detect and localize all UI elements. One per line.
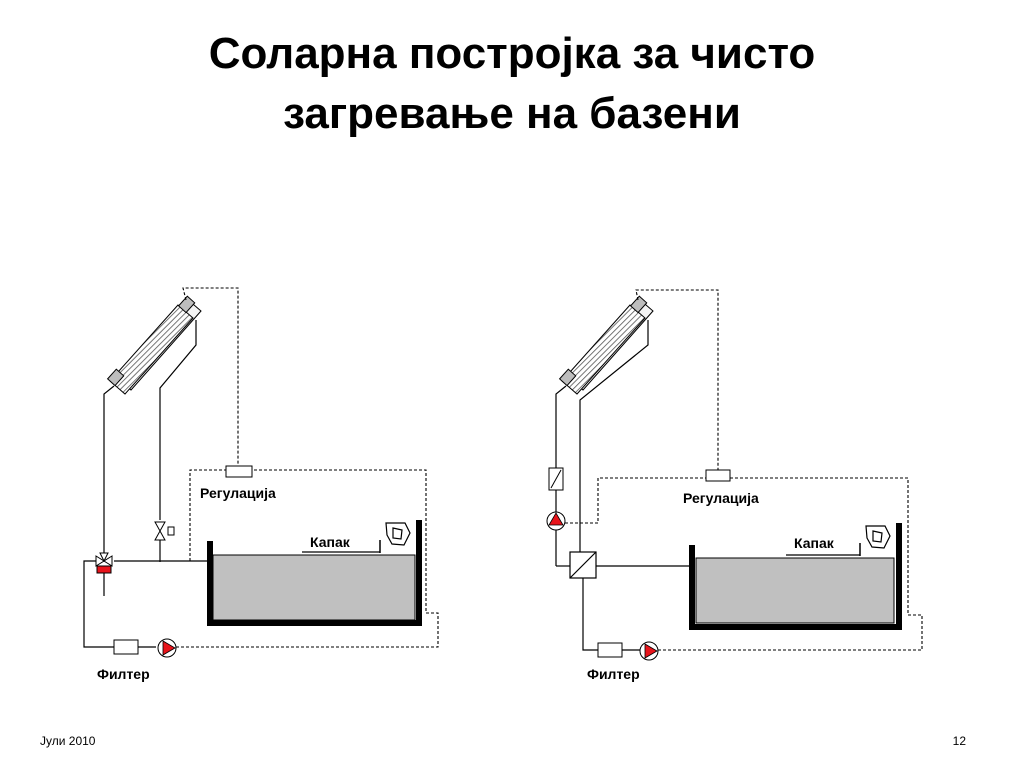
left-diagram: Регулација Капак Филтер: [83, 287, 439, 682]
regulation-label: Регулација: [200, 485, 276, 501]
regulation-sensor-icon: [705, 469, 731, 482]
cover-label: Капак: [310, 534, 351, 550]
pump-icon: [639, 641, 659, 661]
pool-walls: [689, 523, 902, 630]
collector-piping: [555, 320, 649, 567]
pool-water: [695, 557, 895, 624]
footer-date: Јули 2010: [40, 734, 96, 748]
filter-label: Филтер: [587, 666, 640, 682]
cover-reel-icon: [385, 522, 411, 546]
cover-reel-icon: [865, 525, 891, 549]
solar-collector-icon: [558, 295, 654, 395]
heat-exchanger-icon: [569, 551, 597, 579]
regulation-sensor-icon: [225, 465, 253, 478]
footer-page-number: 12: [952, 734, 966, 748]
three-way-valve-icon: [95, 552, 113, 574]
slide-title: Соларна постројка за чисто загревање на …: [0, 24, 1024, 144]
right-diagram: Регулација Капак Филтер: [546, 289, 923, 682]
slide-title-line-2: загревање на базени: [283, 89, 741, 138]
collector-piping: [103, 320, 197, 596]
pump-icon: [157, 638, 177, 658]
filter-label: Филтер: [97, 666, 150, 682]
solar-collector-icon: [106, 295, 202, 395]
cover-label: Капак: [794, 535, 835, 551]
filter-icon: [113, 639, 139, 655]
return-piping: [582, 565, 692, 651]
sensor-wiring: [168, 287, 439, 648]
filter-icon: [597, 642, 623, 658]
slide-title-line-1: Соларна постројка за чисто: [208, 29, 816, 78]
flow-meter-icon: [548, 467, 564, 491]
pool-walls: [207, 520, 422, 626]
check-valve-icon: [154, 521, 175, 541]
regulation-label: Регулација: [683, 490, 759, 506]
collector-pump-icon: [546, 511, 566, 531]
return-piping: [83, 560, 207, 648]
sensor-wiring: [565, 289, 923, 651]
pool-water: [212, 554, 416, 621]
